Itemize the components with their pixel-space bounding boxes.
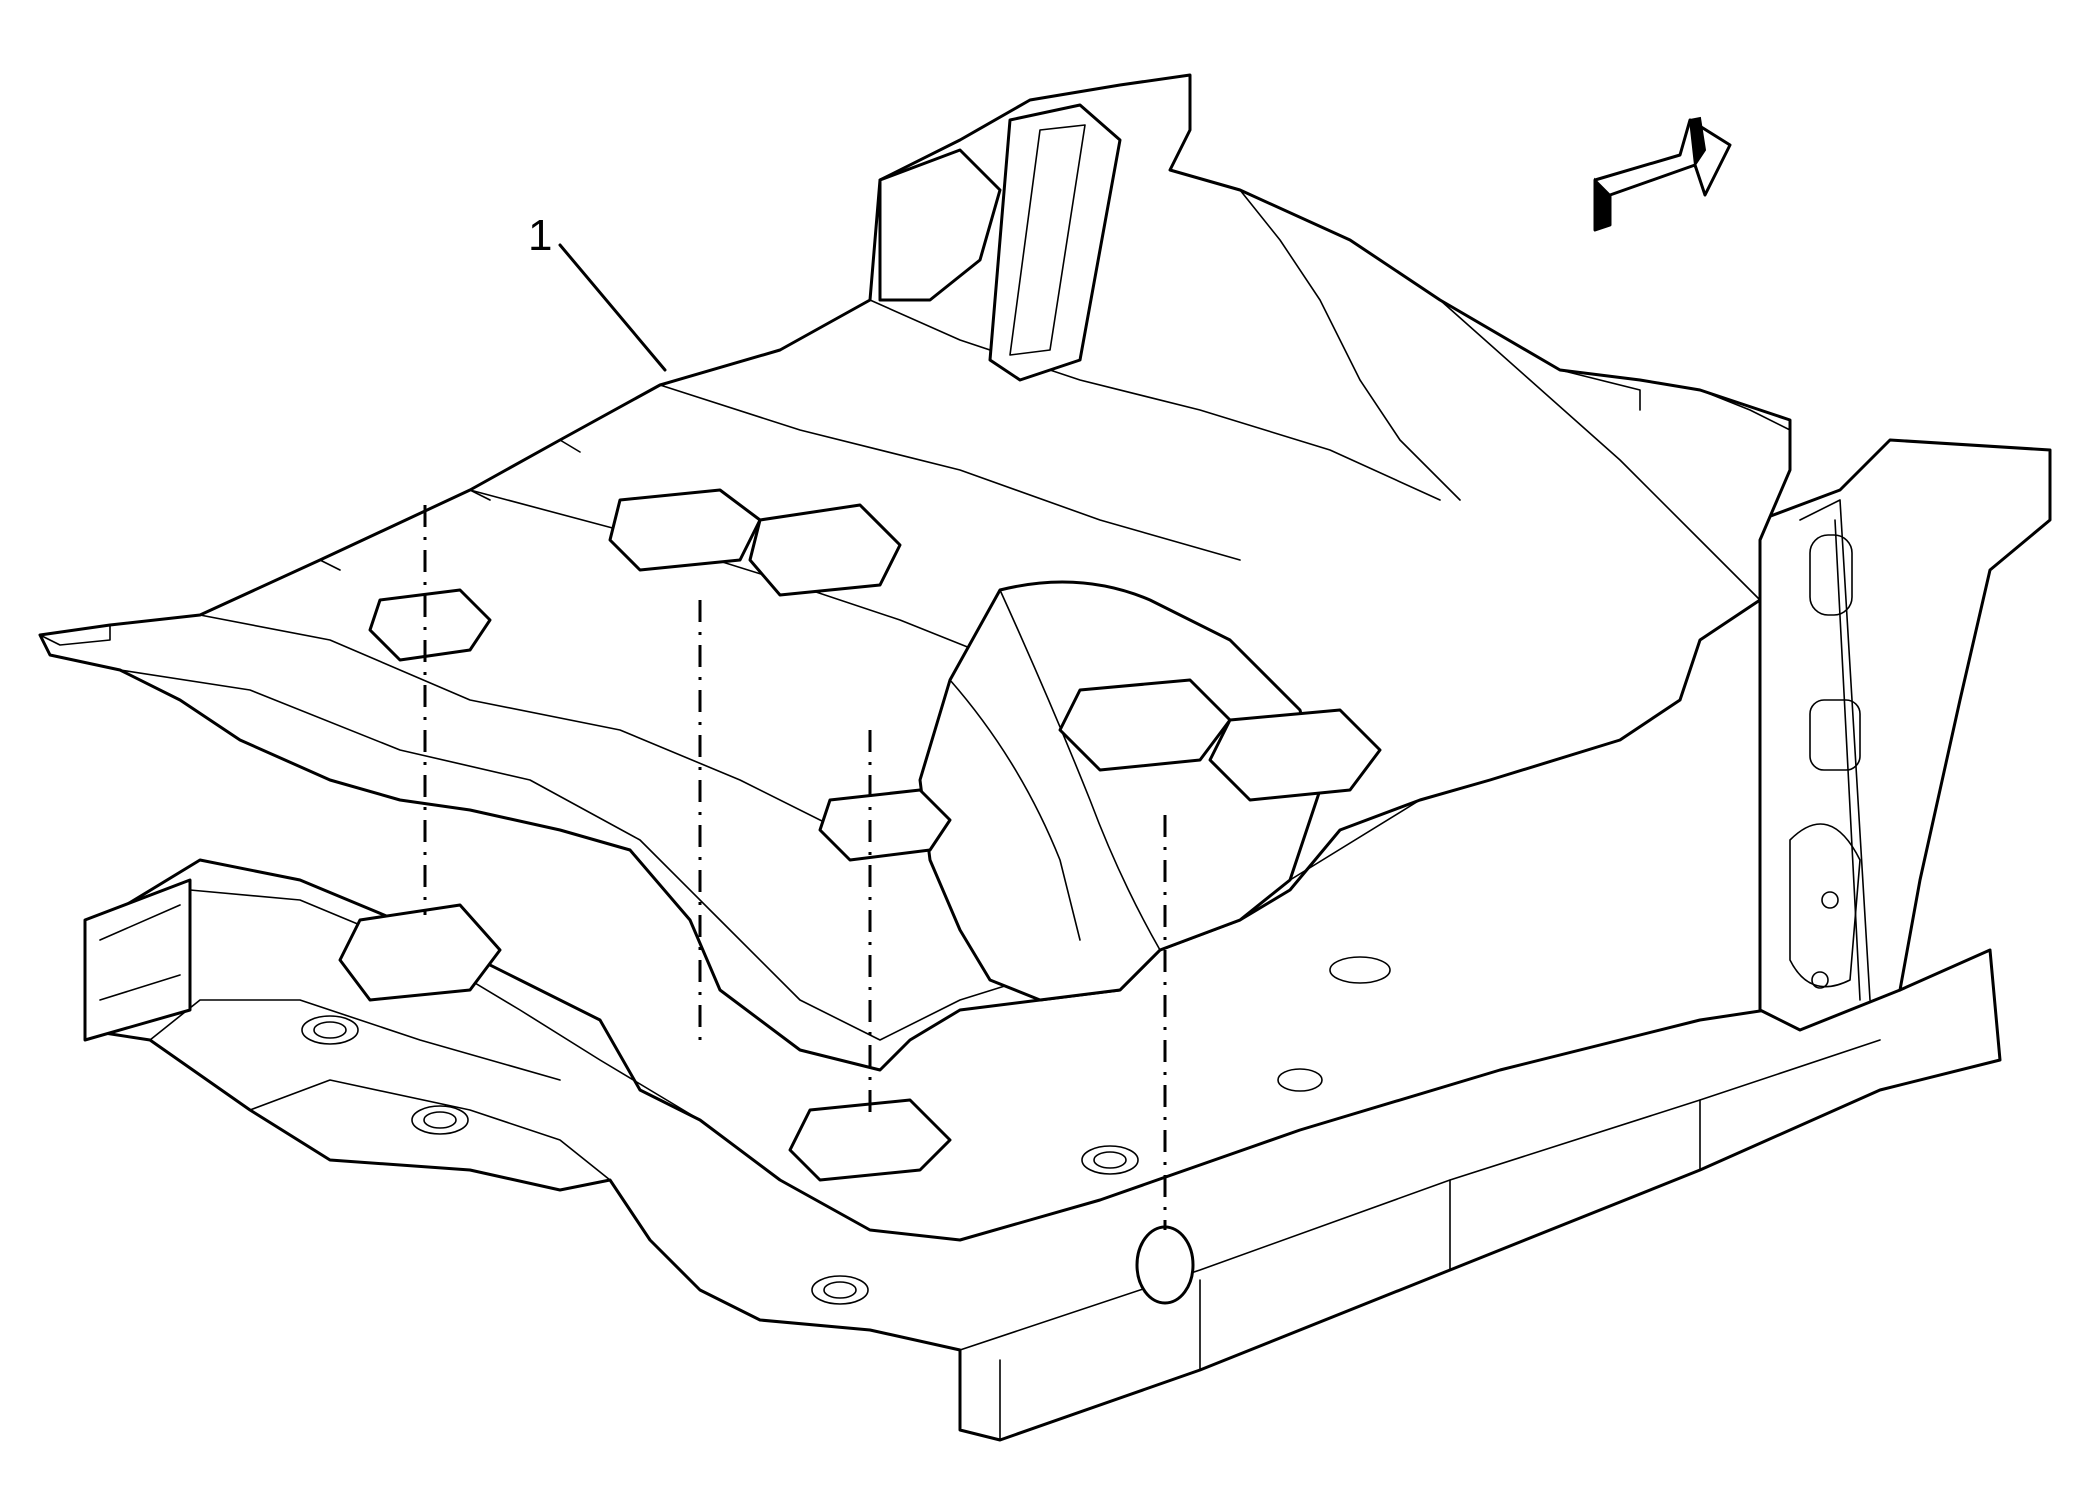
alignment-lines [423,505,1167,1230]
callout-1: 1 [528,211,667,372]
callout-1-label: 1 [528,211,552,260]
callout-1-leader-line [558,243,667,372]
floor-pan [83,438,2052,1442]
floor-carpet [38,73,1792,1072]
front-direction-arrow-icon [1593,116,1732,232]
